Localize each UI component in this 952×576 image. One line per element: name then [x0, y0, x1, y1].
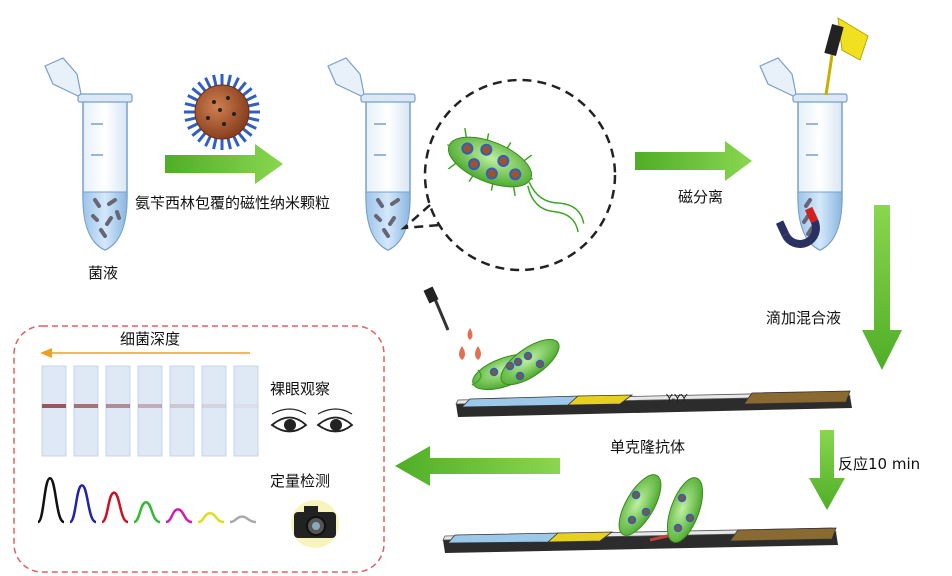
result-strip — [233, 365, 259, 457]
arrow-magnetic-separation — [635, 141, 752, 181]
label-quantitative: 定量检测 — [270, 472, 331, 490]
strip-test-line — [74, 404, 98, 408]
magnet-icon — [775, 206, 820, 248]
label-monoclonal-antibody: 单克隆抗体 — [610, 438, 686, 456]
result-strip — [41, 365, 67, 457]
tube-separated — [759, 57, 848, 251]
magnetic-nanoparticle-icon — [184, 74, 260, 150]
results-box — [13, 325, 385, 573]
signal-curve — [229, 515, 257, 524]
result-strip — [137, 365, 163, 457]
quantitative-curves — [36, 476, 257, 524]
signal-curve — [101, 491, 129, 524]
bacteria-captured — [610, 468, 711, 548]
arrow-react — [809, 430, 845, 510]
arrow-add-mixture — [862, 205, 902, 370]
result-strip — [73, 365, 99, 457]
label-magnetic-nanoparticles: 氨苄西林包覆的磁性纳米颗粒 — [135, 194, 331, 212]
test-strip-loading: Y-YY — [455, 390, 852, 417]
depth-arrow — [40, 348, 250, 358]
label-magnetic-separation: 磁分离 — [678, 188, 724, 206]
signal-curve — [68, 484, 97, 524]
label-bacteria-depth: 细菌深度 — [120, 330, 181, 348]
bacterium-with-particles-icon — [447, 127, 585, 233]
strip-test-line — [170, 404, 194, 408]
strip-test-line — [106, 404, 130, 408]
tube-mixed — [327, 57, 416, 251]
signal-curve — [133, 500, 161, 524]
zoom-bubble — [400, 78, 617, 272]
label-naked-eye: 裸眼观察 — [270, 380, 331, 398]
result-strip — [201, 365, 227, 457]
test-strip-reacted — [442, 527, 838, 553]
result-strip — [169, 365, 195, 457]
strip-test-line — [138, 404, 162, 408]
signal-curve — [36, 476, 65, 524]
result-strips — [41, 365, 259, 457]
label-react-time: 反应10 min — [838, 455, 921, 473]
tube-bacteria-solution — [44, 57, 133, 251]
bacteria-cluster-loading — [467, 330, 567, 398]
signal-curve — [165, 508, 193, 524]
strip-test-line — [202, 404, 226, 408]
strip-test-line — [42, 404, 66, 408]
eyes-icon — [270, 408, 354, 433]
result-strip — [105, 365, 131, 457]
label-bacteria-solution: 菌液 — [88, 264, 119, 282]
label-add-mixture: 滴加混合液 — [766, 309, 842, 327]
dropper-icon — [423, 286, 481, 360]
pipette-icon — [824, 17, 869, 96]
signal-curve — [197, 511, 225, 524]
svg-text:Y-YY: Y-YY — [665, 392, 688, 405]
arrow-add-nanoparticles — [165, 144, 283, 184]
arrow-to-results — [395, 446, 560, 486]
camera-icon — [291, 500, 339, 548]
strip-test-line — [234, 404, 258, 408]
